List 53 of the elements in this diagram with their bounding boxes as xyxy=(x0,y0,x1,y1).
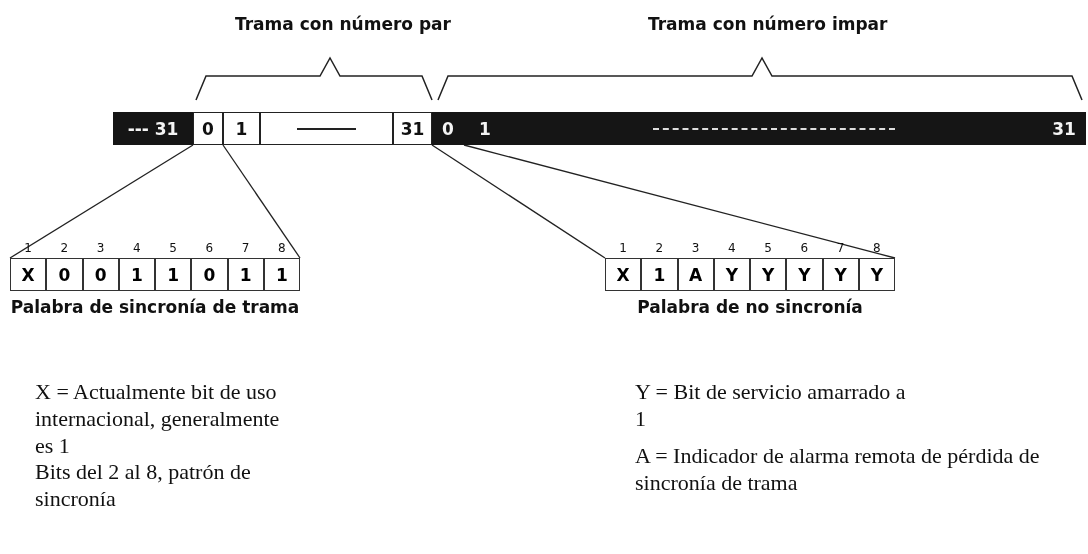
bit-number: 2 xyxy=(60,241,68,255)
bit-number: 5 xyxy=(169,241,177,255)
bit-cell: Y xyxy=(713,258,750,291)
bit-number: 6 xyxy=(800,241,808,255)
bit-cell: Y xyxy=(750,258,787,291)
frame-slot: 31 xyxy=(393,112,432,145)
bit-cell: Y xyxy=(858,258,895,291)
frame-slot: 0 xyxy=(432,112,464,145)
bit-cell: 0 xyxy=(191,258,228,291)
frame-slot: 0 xyxy=(193,112,223,145)
bit-cell: 1 xyxy=(641,258,678,291)
bit-row xyxy=(605,258,895,291)
bit-number: 8 xyxy=(872,241,881,255)
bit-number: 8 xyxy=(277,241,286,255)
bit-number: 5 xyxy=(764,241,772,255)
expansion-line xyxy=(222,144,301,259)
row-label: Palabra de sincronía de trama xyxy=(10,297,300,317)
bit-number: 7 xyxy=(836,241,845,255)
bit-cell: 1 xyxy=(118,258,155,291)
frame-slot xyxy=(260,112,393,145)
note-text: A = Indicador de alarma remota de pérdida de sincronía de trama xyxy=(635,442,1041,496)
frame-slot: 31 xyxy=(1042,112,1086,145)
bit-cell: Y xyxy=(822,258,859,291)
frame-heading: Trama con número par xyxy=(235,14,451,34)
bit-number: 1 xyxy=(619,241,627,255)
bit-number: 2 xyxy=(655,241,663,255)
bit-cell: 1 xyxy=(263,258,300,291)
bit-cell: 1 xyxy=(155,258,192,291)
bit-row xyxy=(10,258,300,291)
bit-cell: X xyxy=(605,258,642,291)
frame-slot: --- 31 xyxy=(113,112,193,145)
bit-cell: Y xyxy=(786,258,823,291)
bit-number: 3 xyxy=(96,241,105,255)
expansion-line xyxy=(9,144,194,259)
frame-slot: 1 xyxy=(223,112,260,145)
bit-number: 4 xyxy=(727,241,736,255)
bit-number: 4 xyxy=(132,241,141,255)
bit-number: 3 xyxy=(691,241,700,255)
row-label: Palabra de no sincronía xyxy=(637,297,863,317)
note-text: X = Actualmente bit de uso internacional, generalmente es 1 xyxy=(35,378,281,459)
note-text: Bits del 2 al 8, patrón de sincronía xyxy=(35,458,252,512)
bit-cell: A xyxy=(677,258,714,291)
bit-cell: 0 xyxy=(46,258,83,291)
bit-number: 7 xyxy=(241,241,250,255)
frame-slot: 1 xyxy=(464,112,506,145)
bit-cell: 1 xyxy=(227,258,264,291)
bit-cell: 0 xyxy=(82,258,119,291)
bit-number: 6 xyxy=(205,241,213,255)
note-text: Y = Bit de servicio amarrado a 1 xyxy=(635,378,907,432)
expansion-line xyxy=(463,144,896,259)
expansion-line xyxy=(431,144,606,259)
bit-cell: X xyxy=(10,258,47,291)
frame-heading: Trama con número impar xyxy=(648,14,888,34)
